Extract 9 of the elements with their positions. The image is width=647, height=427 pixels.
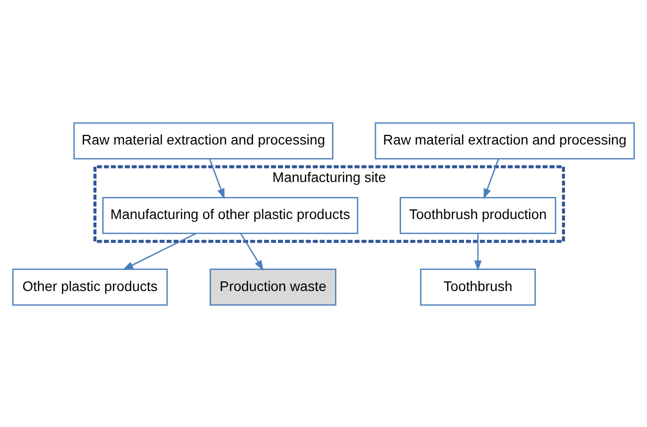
arrow [474, 233, 482, 271]
node-box: Raw material extraction and processing [73, 122, 334, 159]
node-box: Raw material extraction and processing [374, 122, 635, 159]
node-box: Other plastic products [12, 268, 168, 306]
node-box: Manufacturing of other plastic products [102, 196, 358, 234]
node-box: Production waste [210, 268, 336, 306]
arrow [240, 232, 264, 270]
node-box: Toothbrush [420, 268, 536, 306]
node-box: Toothbrush production [400, 196, 556, 234]
